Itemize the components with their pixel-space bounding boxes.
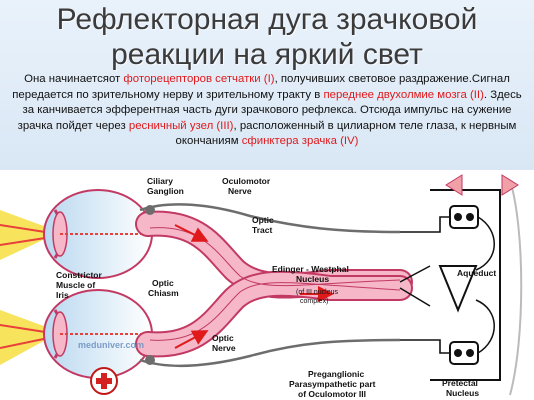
label-optic-nerve: Optic Nerve <box>212 333 236 353</box>
label-ciliary-ganglion: Ciliary Ganglion <box>147 176 184 196</box>
signal-arrows <box>174 224 334 349</box>
label-optic-tract: Optic Tract <box>252 215 276 235</box>
label-edinger-sub: (of III nucleus complex) <box>296 289 340 305</box>
label-edinger-westphal: Edinger - Westphal Nucleus <box>272 264 351 284</box>
para-text-3: . Здесь за канчивается эфферентная часть… <box>17 88 522 132</box>
title-line-1: Рефлекторная дуга зрачковой <box>56 3 478 36</box>
ciliary-ganglion-nerve <box>139 203 401 367</box>
pupillary-reflex-diagram: Ciliary Ganglion Oculomotor Nerve Optic … <box>0 174 523 399</box>
nav-left-icon[interactable] <box>445 174 463 196</box>
eye-lower <box>43 289 153 379</box>
para-text-4: , расположенный в цилиарном теле глаза, … <box>175 119 517 148</box>
para-highlight-ciliary: ресничный узел (III) <box>128 119 234 132</box>
para-highlight-pretectum: переднее двухолмие мозга (II) <box>323 88 484 101</box>
watermark-text: meduniver.com <box>78 340 144 350</box>
label-aqueduct: Aqueduct <box>457 268 496 278</box>
para-highlight-sphincter: сфинктера зрачка (IV) <box>241 135 359 148</box>
eye-upper <box>43 189 153 279</box>
logo-watermark: meduniver.com <box>78 340 144 395</box>
label-preganglionic: Preganglionic Parasympathetic part of Oc… <box>289 369 378 399</box>
title-line-2: реакции на яркий свет <box>111 38 423 71</box>
label-oculomotor-nerve: Oculomotor Nerve <box>222 176 273 196</box>
label-pretectal-nucleus: Pretectal Nucleus <box>442 378 480 398</box>
para-text-2: , получивших световое раздражение.Сигнал… <box>12 73 510 101</box>
label-constrictor-muscle: Constrictor Muscle of Iris <box>56 270 104 300</box>
label-optic-chiasm: Optic Chiasm <box>148 278 179 298</box>
title-panel <box>0 0 534 170</box>
brainstem-nuclei <box>399 179 523 396</box>
para-text-1: Она начинаетсяот <box>24 73 124 85</box>
slide-title: Рефлекторная дуга зрачковой реакции на я… <box>0 2 534 72</box>
nav-right-icon[interactable] <box>501 174 519 196</box>
description-paragraph: Она начинаетсяот фоторецепторов сетчатки… <box>12 72 522 150</box>
para-highlight-retina: фоторецепторов сетчатки (I) <box>123 73 275 85</box>
optic-pathway <box>135 210 413 358</box>
